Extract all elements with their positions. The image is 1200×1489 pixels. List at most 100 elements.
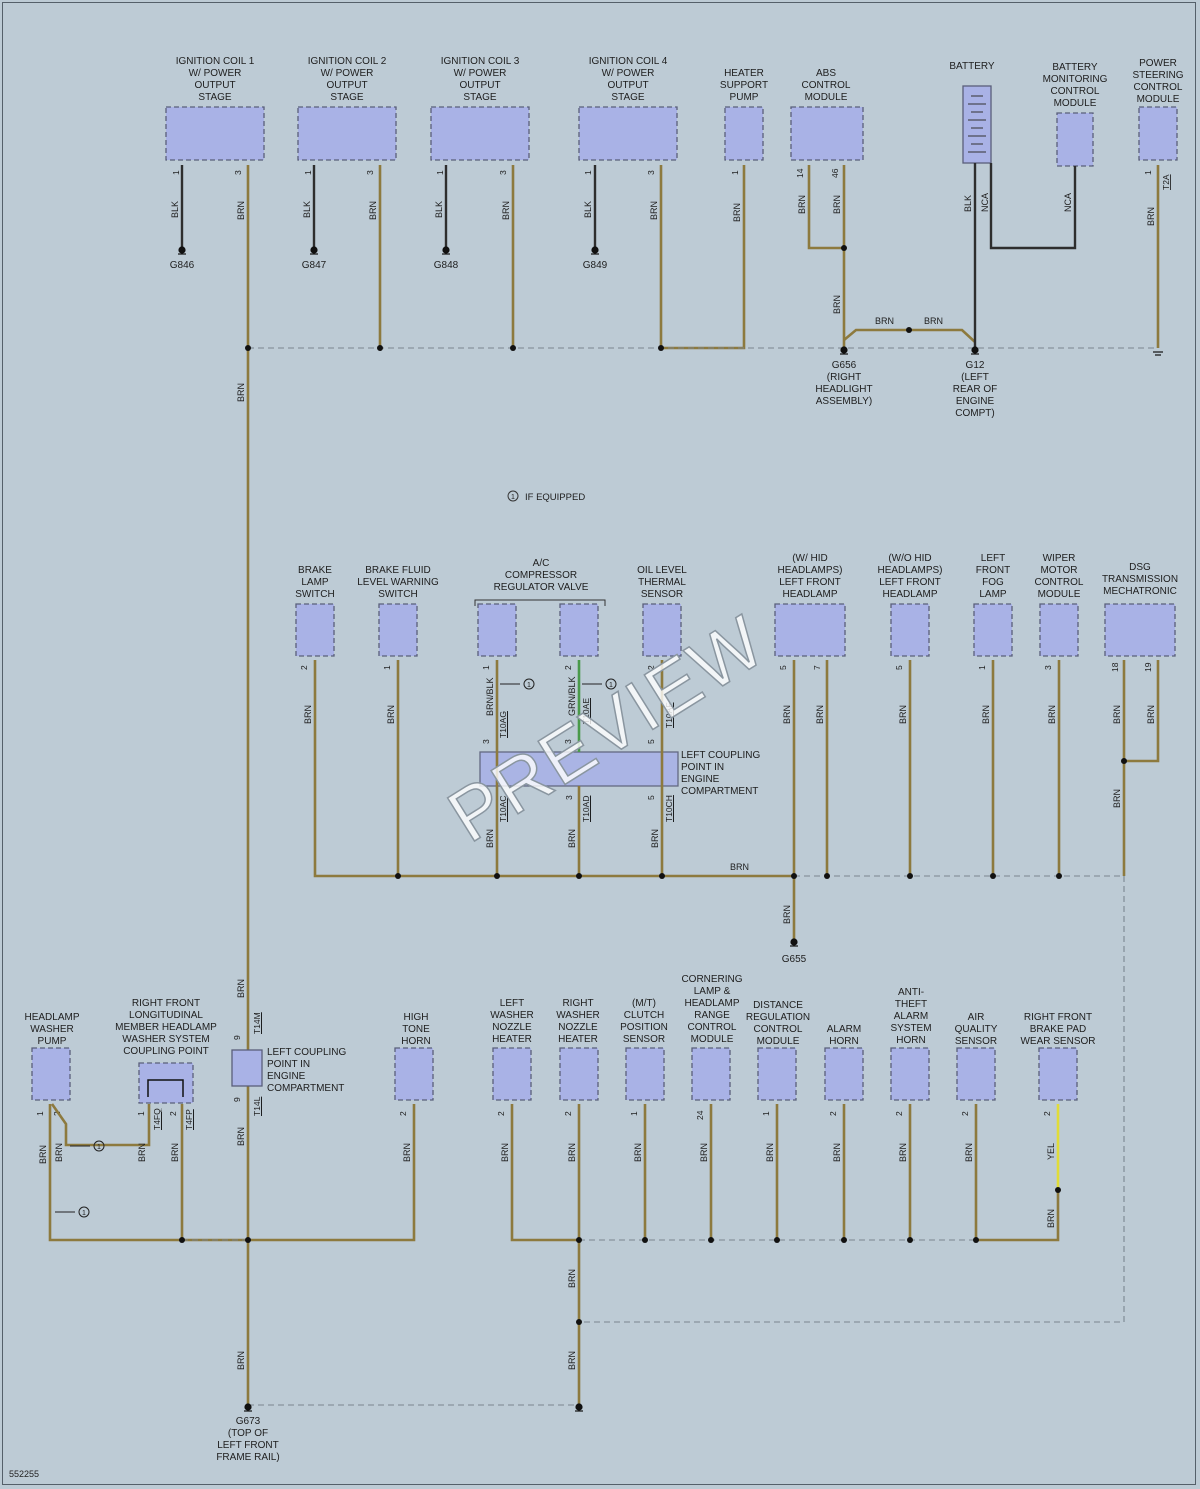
svg-text:BRN: BRN bbox=[732, 203, 742, 222]
svg-text:BLK: BLK bbox=[583, 201, 593, 218]
ground-g847: G847 bbox=[302, 260, 327, 271]
ground-g849: G849 bbox=[583, 260, 608, 271]
bottom-connectors: T14M T14L T4FQ T4FP bbox=[152, 1012, 262, 1130]
headlamp-washer-pump bbox=[31, 1047, 71, 1101]
svg-text:BRN: BRN bbox=[1146, 207, 1156, 226]
svg-text:2: 2 bbox=[52, 1111, 62, 1116]
battery-icon bbox=[968, 95, 986, 153]
svg-text:T14L: T14L bbox=[252, 1096, 262, 1116]
svg-text:BRN: BRN bbox=[236, 979, 246, 998]
svg-text:BLK: BLK bbox=[963, 195, 973, 212]
ac-regulator-valve-a bbox=[477, 603, 517, 657]
ground-g846: G846 bbox=[170, 260, 195, 271]
rf-longitudinal-member-coupling bbox=[138, 1062, 194, 1104]
svg-text:BRN: BRN bbox=[964, 1143, 974, 1162]
brake-fluid-level-switch bbox=[378, 603, 418, 657]
svg-text:BRN: BRN bbox=[567, 829, 577, 848]
top-splices bbox=[245, 245, 912, 351]
svg-text:1: 1 bbox=[761, 1111, 771, 1116]
svg-text:2: 2 bbox=[1042, 1111, 1052, 1116]
svg-text:3: 3 bbox=[498, 170, 508, 175]
svg-text:1: 1 bbox=[1143, 170, 1153, 175]
legend-symbol: 1 bbox=[511, 494, 515, 501]
svg-text:T10AE: T10AE bbox=[581, 698, 591, 724]
legend-text: IF EQUIPPED bbox=[525, 492, 585, 503]
distance-regulation-module bbox=[757, 1047, 797, 1101]
svg-text:T10AD: T10AD bbox=[581, 796, 591, 822]
svg-text:1: 1 bbox=[435, 170, 445, 175]
svg-text:3: 3 bbox=[564, 795, 574, 800]
svg-text:BRN: BRN bbox=[633, 1143, 643, 1162]
ground-g848: G848 bbox=[434, 260, 459, 271]
svg-text:2: 2 bbox=[646, 665, 656, 670]
svg-text:BRN: BRN bbox=[1146, 705, 1156, 724]
svg-text:2: 2 bbox=[496, 1111, 506, 1116]
svg-text:5: 5 bbox=[778, 665, 788, 670]
alarm-horn bbox=[824, 1047, 864, 1101]
svg-text:1: 1 bbox=[730, 170, 740, 175]
svg-text:BRN: BRN bbox=[650, 829, 660, 848]
svg-text:1: 1 bbox=[527, 682, 531, 689]
svg-text:BLK: BLK bbox=[302, 201, 312, 218]
svg-text:BRN/BLK: BRN/BLK bbox=[485, 677, 495, 716]
ground-g655: G655 bbox=[782, 954, 807, 965]
mid-pin-numbers: 2 1 1 2 2 5 7 5 1 3 18 19 3 3 5 3 5 bbox=[299, 662, 1153, 800]
svg-text:5: 5 bbox=[894, 665, 904, 670]
svg-text:BRN: BRN bbox=[832, 1143, 842, 1162]
svg-text:BRN: BRN bbox=[699, 1143, 709, 1162]
bottom-wire-labels: BRN BRN BRN BRN BRN BRN BRN BRN BRN BRN … bbox=[38, 979, 1056, 1370]
svg-text:YEL: YEL bbox=[1046, 1143, 1056, 1160]
svg-text:9: 9 bbox=[232, 1097, 242, 1102]
svg-text:BRN: BRN bbox=[875, 316, 894, 326]
svg-text:3: 3 bbox=[1043, 665, 1053, 670]
svg-text:18: 18 bbox=[1110, 662, 1120, 672]
mid-splices bbox=[395, 758, 1127, 879]
connector-t2a: T2A bbox=[1161, 174, 1171, 190]
svg-text:BRN: BRN bbox=[236, 1127, 246, 1146]
svg-text:3: 3 bbox=[563, 739, 573, 744]
ac-bracket bbox=[474, 599, 606, 606]
svg-text:BRN: BRN bbox=[797, 195, 807, 214]
svg-text:1: 1 bbox=[609, 682, 613, 689]
svg-text:46: 46 bbox=[830, 168, 840, 178]
svg-text:BRN: BRN bbox=[170, 1143, 180, 1162]
ignition-coil-1 bbox=[165, 106, 265, 161]
legend-circle-icon bbox=[507, 490, 519, 502]
svg-text:1: 1 bbox=[35, 1111, 45, 1116]
top-wire-labels: BLK BRN BLK BRN BLK BRN BLK BRN BRN BRN … bbox=[170, 193, 1156, 402]
ignition-coil-3 bbox=[430, 106, 530, 161]
svg-text:3: 3 bbox=[365, 170, 375, 175]
svg-text:BRN: BRN bbox=[1112, 705, 1122, 724]
ignition-coil-2 bbox=[297, 106, 397, 161]
svg-text:NCA: NCA bbox=[1063, 193, 1073, 212]
wiper-motor-control-module bbox=[1039, 603, 1079, 657]
anti-theft-alarm-horn bbox=[890, 1047, 930, 1101]
svg-text:BRN: BRN bbox=[924, 316, 943, 326]
svg-text:7: 7 bbox=[812, 665, 822, 670]
svg-text:T10AG: T10AG bbox=[498, 711, 508, 738]
svg-text:3: 3 bbox=[233, 170, 243, 175]
svg-text:BRN: BRN bbox=[898, 705, 908, 724]
left-washer-nozzle-heater bbox=[492, 1047, 532, 1101]
ground-g655-icon bbox=[790, 938, 798, 947]
svg-text:1: 1 bbox=[82, 1210, 86, 1217]
svg-text:BRN: BRN bbox=[38, 1145, 48, 1164]
svg-text:19: 19 bbox=[1143, 662, 1153, 672]
mid-wires bbox=[313, 660, 1160, 1323]
svg-text:1: 1 bbox=[303, 170, 313, 175]
